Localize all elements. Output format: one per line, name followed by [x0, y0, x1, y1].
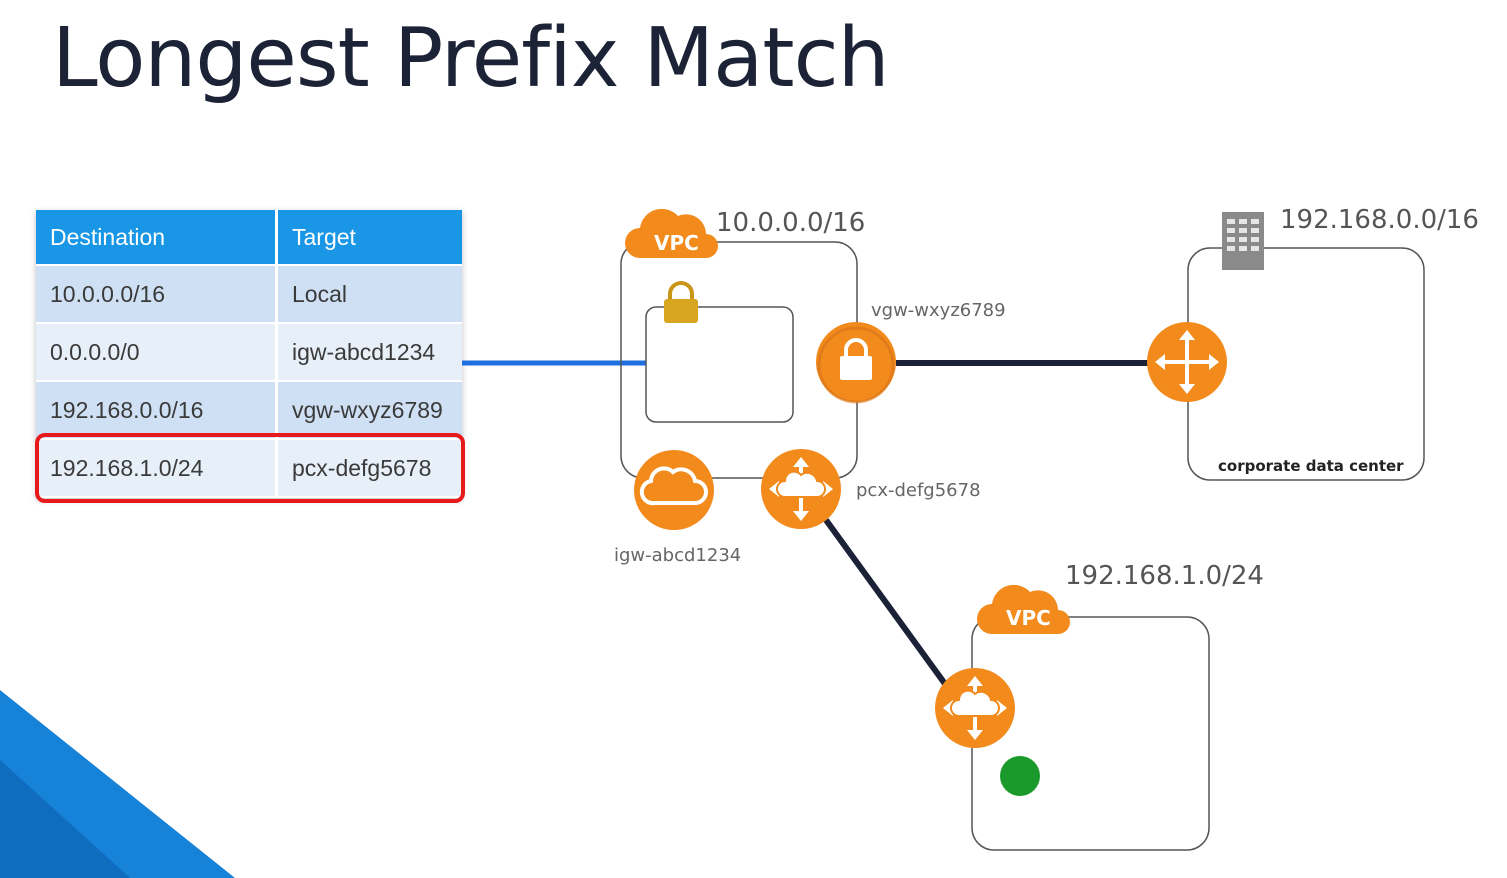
- peering-connection-icon[interactable]: [761, 449, 841, 529]
- building-icon: [1222, 212, 1264, 270]
- igw-label: igw-abcd1234: [614, 545, 741, 566]
- peering-link: [823, 518, 951, 690]
- corporate-cidr: 192.168.0.0/16: [1280, 205, 1479, 235]
- route-destination: 192.168.0.0/16: [36, 381, 278, 440]
- pcx-label: pcx-defg5678: [856, 480, 981, 501]
- table-row: 192.168.1.0/24 pcx-defg5678: [36, 439, 462, 498]
- vpc-cloud-icon: [977, 584, 1070, 634]
- route-target: igw-abcd1234: [276, 323, 462, 382]
- vpc-peer-badge: VPC: [1006, 606, 1051, 630]
- vgw-label: vgw-wxyz6789: [871, 300, 1006, 321]
- subnet-box: [645, 306, 794, 423]
- page-title: Longest Prefix Match: [52, 11, 890, 106]
- route-target: vgw-wxyz6789: [276, 381, 462, 440]
- route-destination: 192.168.1.0/24: [36, 439, 278, 498]
- corporate-label: corporate data center: [1218, 457, 1404, 475]
- instance-icon[interactable]: [1000, 756, 1040, 796]
- vpc-main-badge: VPC: [654, 231, 699, 255]
- vpc-cloud-icon: [625, 208, 718, 258]
- padlock-icon: [664, 281, 698, 323]
- vpc-main-cidr: 10.0.0.0/16: [716, 208, 865, 238]
- route-target: Local: [276, 265, 462, 324]
- vpc-peer-cidr: 192.168.1.0/24: [1065, 561, 1264, 591]
- route-destination: 0.0.0.0/0: [36, 323, 278, 382]
- table-row: 192.168.0.0/16 vgw-wxyz6789: [36, 381, 462, 440]
- table-row: 10.0.0.0/16 Local: [36, 265, 462, 324]
- route-target: pcx-defg5678: [276, 439, 462, 498]
- route-destination: 10.0.0.0/16: [36, 265, 278, 324]
- column-header-destination: Destination: [36, 210, 278, 266]
- vpn-gateway-icon[interactable]: [816, 322, 896, 404]
- peering-connection-icon[interactable]: [935, 668, 1015, 748]
- vpc-peer-boundary: [971, 616, 1210, 851]
- internet-gateway-icon[interactable]: [634, 450, 714, 530]
- table-row: 0.0.0.0/0 igw-abcd1234: [36, 323, 462, 382]
- route-table: Destination Target 10.0.0.0/16 Local 0.0…: [36, 210, 462, 498]
- router-icon[interactable]: [1147, 322, 1227, 402]
- highlighted-route-outline: [35, 433, 465, 503]
- column-header-target: Target: [276, 210, 462, 266]
